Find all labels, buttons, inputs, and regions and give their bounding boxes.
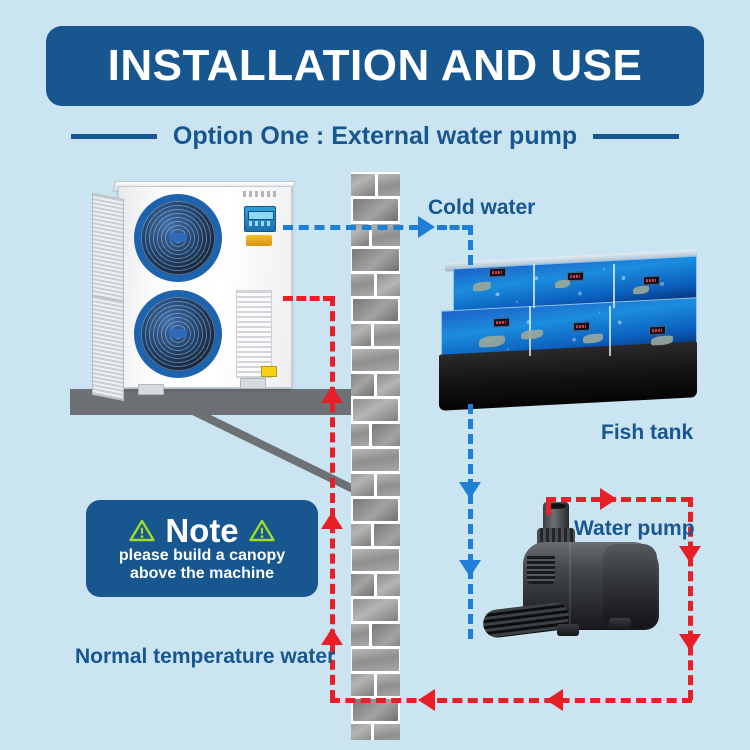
subtitle-rule-right — [593, 133, 680, 139]
tank-temperature-display — [493, 317, 510, 328]
brick-wall — [351, 172, 400, 740]
heat-pump-warning-sticker — [261, 366, 277, 377]
return-line-pump-top — [546, 497, 691, 502]
heat-pump-foot — [138, 384, 164, 395]
control-panel-buttons[interactable] — [249, 221, 271, 226]
heat-pump-unit — [88, 178, 296, 402]
note-line-2: above the machine — [129, 565, 275, 582]
subtitle-rule-left — [70, 133, 157, 139]
cold-water-line-into-tank — [468, 225, 473, 265]
warning-triangle-icon — [129, 519, 156, 542]
submersible-water-pump — [481, 498, 685, 670]
note-line-1: please build a canopy — [118, 546, 286, 564]
cold-water-line-horizontal — [283, 225, 419, 230]
fan-hub-icon — [169, 233, 187, 242]
tank-divider — [613, 263, 615, 309]
label-fish-tank: Fish tank — [601, 421, 694, 444]
tank-temperature-display — [649, 325, 666, 336]
label-normal-temperature-water: Normal temperature water — [75, 645, 336, 668]
return-line-from-heatpump — [283, 296, 333, 301]
return-arrow-left-1 — [418, 689, 435, 711]
note-box: Note please build a canopy above the mac… — [86, 500, 318, 597]
tank-divider — [609, 305, 611, 357]
heat-pump-vent-slots — [236, 290, 272, 378]
fish-tank-display — [437, 249, 699, 411]
return-line-pump-riser — [546, 497, 551, 515]
tank-temperature-display — [573, 321, 590, 332]
heat-pump-foot — [240, 378, 266, 389]
tank-temperature-display — [643, 275, 660, 286]
heat-pump-fan-top — [134, 194, 222, 282]
return-arrow-right-1 — [600, 488, 617, 510]
heat-pump-control-panel[interactable] — [244, 206, 276, 232]
pump-suction-foot — [557, 624, 579, 636]
control-panel-display — [248, 211, 274, 220]
cold-water-arrow-down-2 — [459, 560, 481, 577]
cold-water-line-down — [468, 404, 473, 639]
subtitle-row: Option One : External water pump — [0, 118, 750, 154]
return-arrow-up-3 — [321, 628, 343, 645]
return-arrow-down-1 — [679, 546, 701, 563]
tank-divider — [533, 263, 535, 309]
subtitle-text: Option One : External water pump — [172, 121, 578, 150]
ground-line — [184, 404, 370, 500]
pump-side-vent — [527, 554, 555, 584]
note-heading: Note — [165, 511, 239, 549]
heat-pump-logo-badge — [246, 235, 272, 246]
return-arrow-down-2 — [679, 634, 701, 651]
label-water-pump: Water pump — [574, 517, 695, 540]
note-heading-row: Note — [129, 511, 275, 549]
cold-water-arrow-right — [418, 216, 435, 238]
cold-water-arrow-down-1 — [459, 482, 481, 499]
pump-suction-foot — [609, 618, 631, 630]
page-title: INSTALLATION AND USE — [107, 41, 643, 90]
tank-temperature-display — [489, 267, 506, 278]
pump-rear-cap — [603, 544, 657, 628]
warning-triangle-icon — [248, 519, 275, 542]
header-banner: INSTALLATION AND USE — [46, 26, 704, 106]
heat-pump-side-grille-lower — [92, 294, 124, 402]
heat-pump-fan-bottom — [134, 290, 222, 378]
return-line-vertical-right — [688, 497, 693, 700]
return-arrow-up-2 — [321, 512, 343, 529]
cold-water-line-horizontal-2 — [437, 225, 472, 230]
return-line-vertical-left — [330, 296, 335, 700]
fan-hub-icon — [169, 329, 187, 338]
pump-outlet-nozzle — [543, 502, 569, 532]
label-cold-water: Cold water — [428, 196, 536, 219]
heat-pump-brand-text — [243, 191, 277, 197]
return-arrow-up-1 — [321, 386, 343, 403]
return-arrow-left-2 — [546, 689, 563, 711]
return-line-bottom — [330, 698, 692, 703]
